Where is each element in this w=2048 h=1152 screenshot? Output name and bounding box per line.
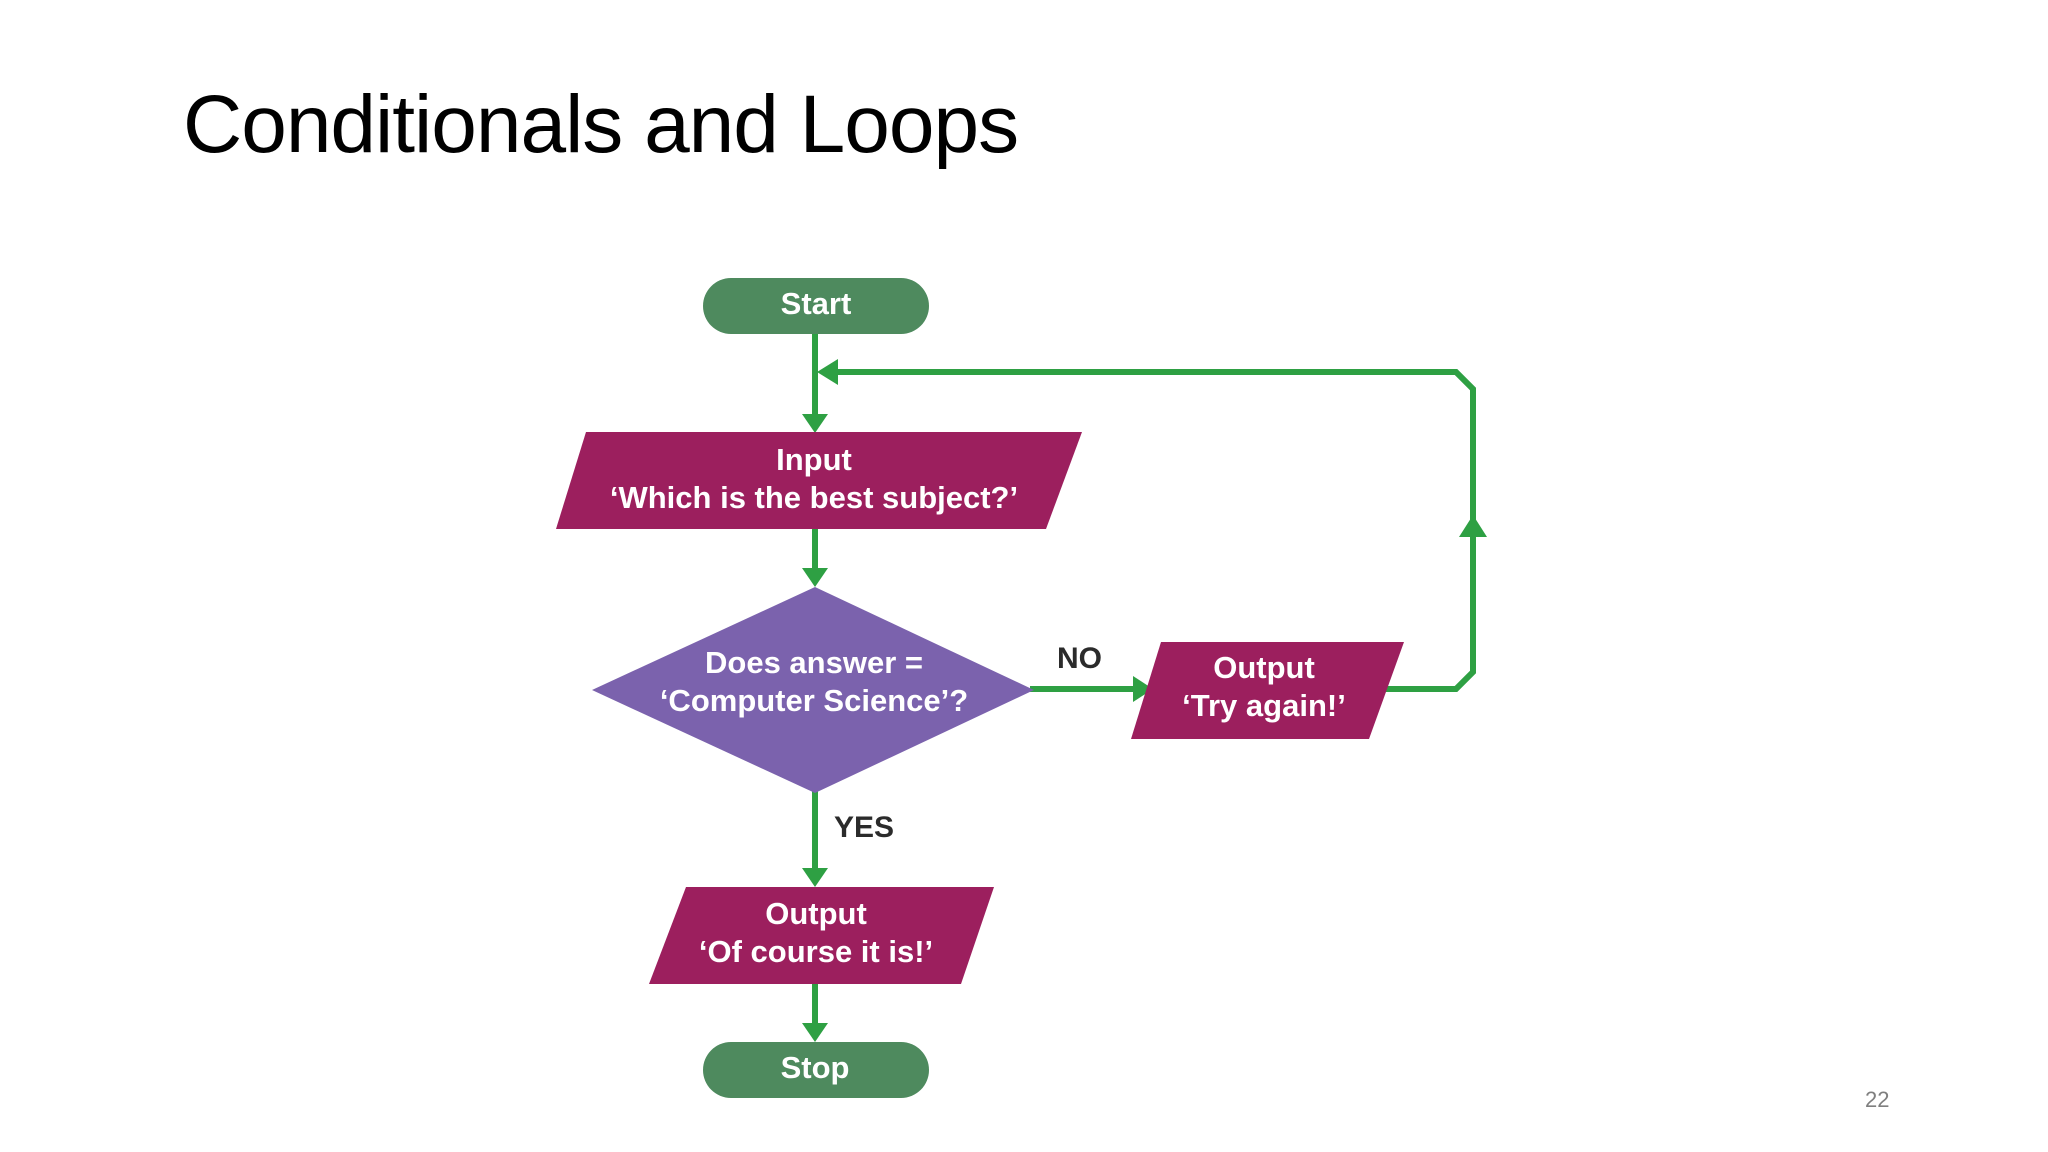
arrowhead-start-to-input bbox=[802, 414, 828, 433]
decision-line-1: Does answer = bbox=[705, 645, 923, 680]
output-try-again-shape bbox=[1131, 642, 1404, 739]
arrowhead-decision-to-try-again bbox=[1133, 676, 1153, 702]
slide-page-number: 22 bbox=[1865, 1087, 1890, 1112]
output-of-course-shape bbox=[649, 887, 994, 984]
slide-title: Conditionals and Loops bbox=[183, 79, 1019, 170]
stop-label: Stop bbox=[781, 1050, 850, 1085]
output-try-again-line-2: ‘Try again!’ bbox=[1182, 688, 1346, 723]
output-of-course-line-2: ‘Of course it is!’ bbox=[699, 934, 933, 969]
arrowhead-decision-to-of-course bbox=[802, 868, 828, 887]
edge-label-no: NO bbox=[1057, 642, 1102, 675]
stop-terminator-shape bbox=[703, 1042, 929, 1098]
output-of-course-line-1: Output bbox=[765, 896, 867, 931]
start-node: Start bbox=[703, 278, 929, 334]
edge-label-yes: YES bbox=[834, 811, 894, 844]
stop-node: Stop bbox=[703, 1042, 929, 1098]
arrowhead-input-to-decision bbox=[802, 568, 828, 587]
output-of-course-node: Output ‘Of course it is!’ bbox=[649, 887, 994, 984]
decision-line-2: ‘Computer Science’? bbox=[660, 683, 968, 718]
decision-node: Does answer = ‘Computer Science’? bbox=[592, 587, 1034, 793]
output-try-again-line-1: Output bbox=[1213, 650, 1315, 685]
input-node: Input ‘Which is the best subject?’ bbox=[556, 432, 1082, 529]
input-line-1: Input bbox=[776, 442, 852, 477]
input-line-2: ‘Which is the best subject?’ bbox=[610, 480, 1018, 515]
arrowhead-of-course-to-stop bbox=[802, 1023, 828, 1042]
arrowhead-loop-up bbox=[1459, 515, 1487, 537]
arrowhead-loop-into-input bbox=[817, 359, 838, 385]
start-label: Start bbox=[781, 286, 852, 321]
output-try-again-node: Output ‘Try again!’ bbox=[1131, 642, 1404, 739]
start-terminator-shape bbox=[703, 278, 929, 334]
decision-diamond-shape bbox=[592, 587, 1034, 793]
input-parallelogram-shape bbox=[556, 432, 1082, 529]
